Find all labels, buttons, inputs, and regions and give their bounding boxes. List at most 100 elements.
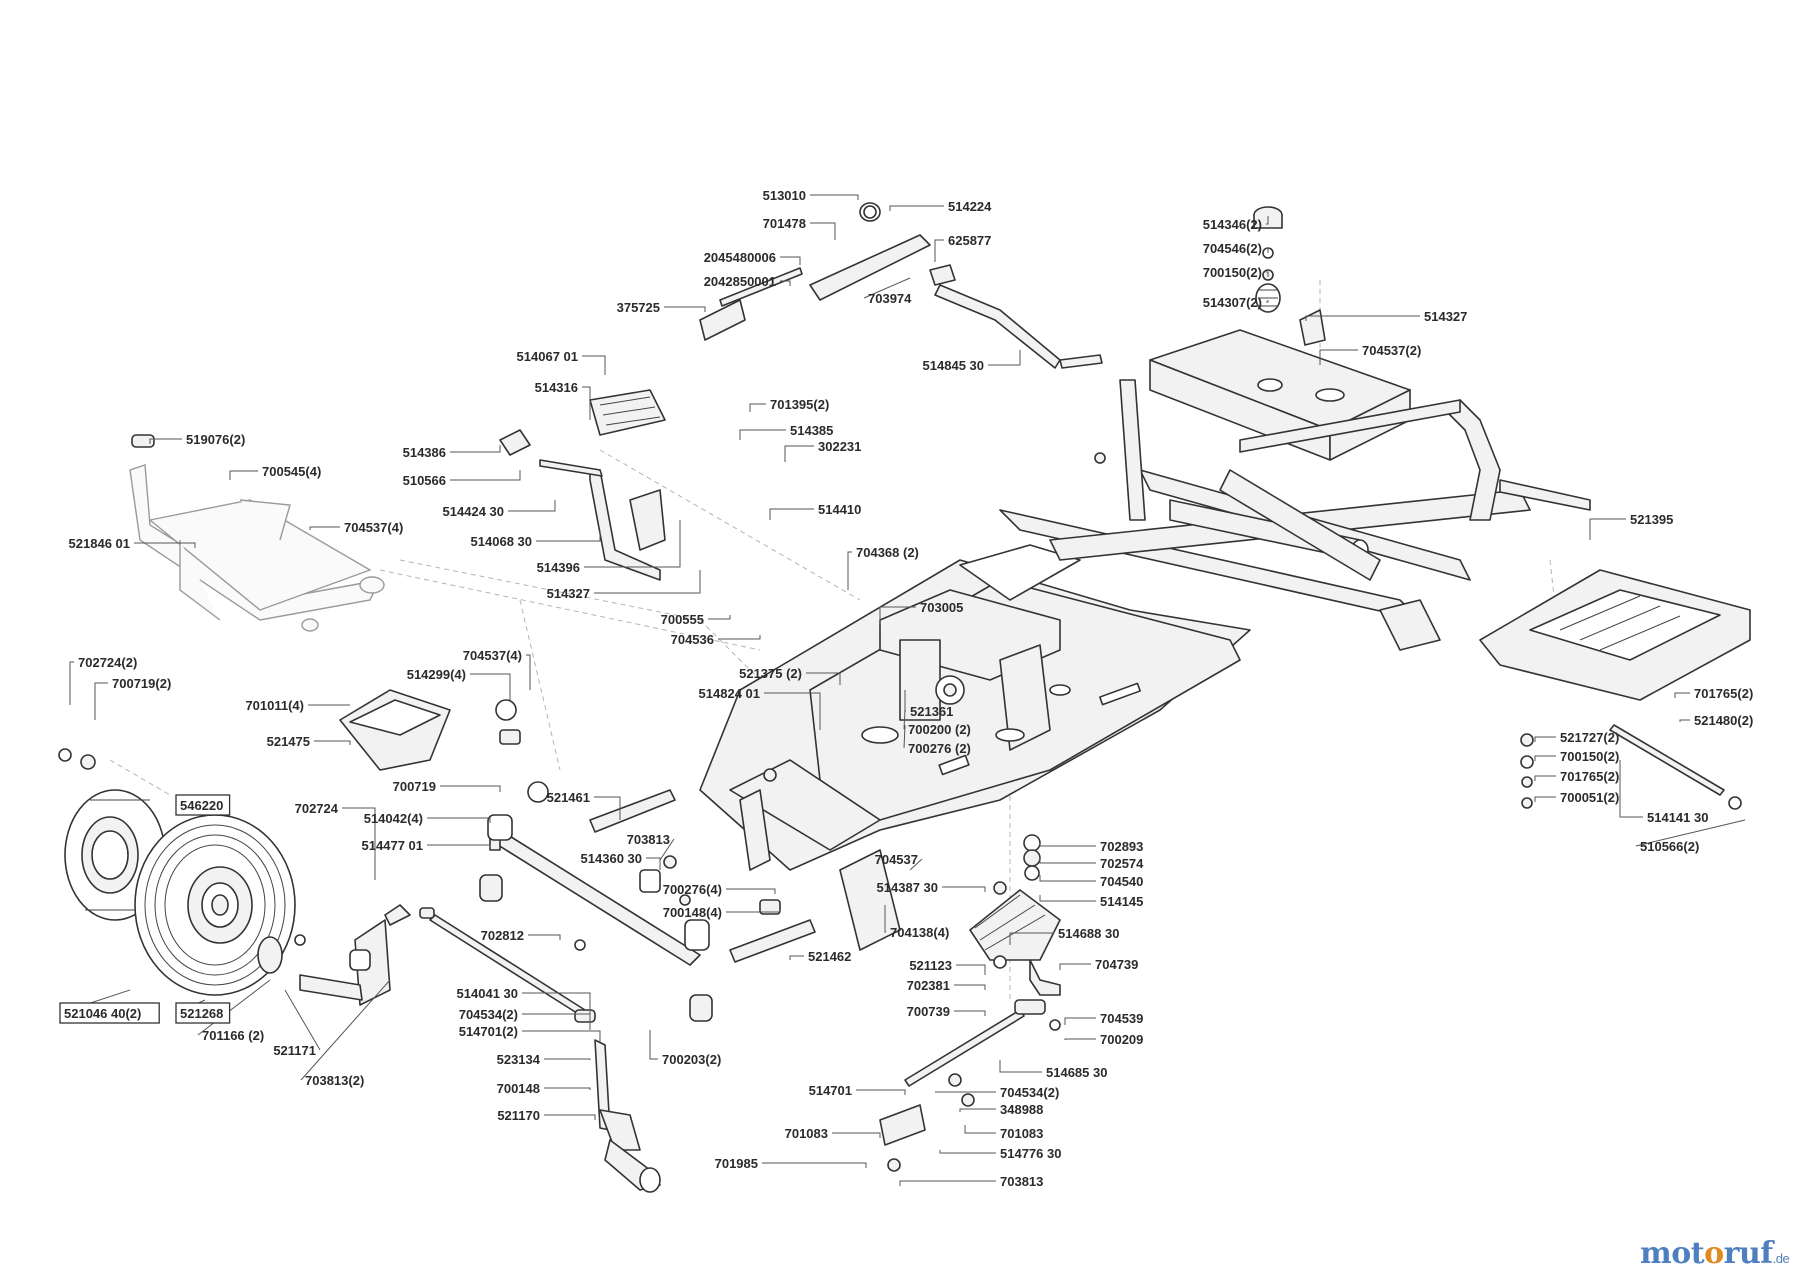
leader-line bbox=[342, 807, 376, 880]
part-label: 521268 bbox=[180, 1006, 223, 1021]
logo-part-2: o bbox=[1704, 1236, 1724, 1271]
leader-line bbox=[1679, 719, 1690, 722]
part-label: 703813(2) bbox=[305, 1073, 364, 1088]
part-label: 701985 bbox=[715, 1156, 758, 1171]
leader-line bbox=[584, 520, 681, 568]
part-label: 700276(4) bbox=[663, 882, 722, 897]
label-box bbox=[175, 794, 231, 816]
part-labels: 5130105142247014786258772045480006204285… bbox=[59, 188, 1753, 1189]
leader-line bbox=[582, 386, 591, 420]
leader-line bbox=[832, 1132, 881, 1138]
part-label: 702574 bbox=[1100, 856, 1144, 871]
part-label: 701083 bbox=[785, 1126, 828, 1141]
leader-line bbox=[762, 1162, 867, 1168]
part-label: 700203(2) bbox=[662, 1052, 721, 1067]
leader-line bbox=[1039, 843, 1096, 847]
part-label: 700719(2) bbox=[112, 676, 171, 691]
leader-line bbox=[903, 724, 906, 749]
leader-line bbox=[903, 709, 906, 730]
part-label: 521395 bbox=[1630, 512, 1673, 527]
part-label: 702893 bbox=[1100, 839, 1143, 854]
leader-line bbox=[1534, 796, 1556, 802]
leader-lines bbox=[59, 194, 1746, 1186]
leader-line bbox=[856, 1089, 906, 1095]
leader-line bbox=[197, 979, 271, 1036]
leader-line bbox=[939, 1150, 996, 1154]
leader-line bbox=[1635, 819, 1746, 847]
part-label: 702724(2) bbox=[78, 655, 137, 670]
leader-line bbox=[94, 682, 108, 720]
leader-line bbox=[784, 445, 814, 462]
part-label: 703005 bbox=[920, 600, 963, 615]
leader-line bbox=[1266, 271, 1269, 277]
leader-line bbox=[780, 280, 791, 286]
leader-line bbox=[1064, 1038, 1096, 1040]
part-label: 703974 bbox=[868, 291, 912, 306]
part-label: 514824 01 bbox=[699, 686, 760, 701]
part-label: 701011(4) bbox=[245, 698, 304, 713]
leader-line bbox=[806, 672, 841, 685]
leader-line bbox=[309, 526, 340, 530]
part-label: 514477 01 bbox=[362, 838, 423, 853]
leader-line bbox=[440, 785, 501, 792]
part-label: 701395(2) bbox=[770, 397, 829, 412]
spindle-right bbox=[594, 1039, 661, 1193]
leader-line bbox=[789, 955, 804, 960]
part-label: 514068 30 bbox=[471, 534, 532, 549]
part-label: 704540 bbox=[1100, 874, 1143, 889]
leader-line bbox=[899, 1180, 996, 1186]
part-label: 521170 bbox=[497, 1108, 540, 1123]
leader-line bbox=[544, 1087, 591, 1090]
part-label: 700051(2) bbox=[1560, 790, 1619, 805]
part-label: 700719 bbox=[393, 779, 436, 794]
part-label: 514776 30 bbox=[1000, 1146, 1061, 1161]
leader-line bbox=[284, 989, 321, 1051]
leader-line bbox=[646, 857, 661, 870]
leader-line bbox=[1059, 963, 1091, 970]
leader-line bbox=[594, 796, 621, 820]
part-label: 704536 bbox=[671, 632, 714, 647]
leader-line bbox=[847, 551, 852, 590]
part-label: 514845 30 bbox=[923, 358, 984, 373]
leader-line bbox=[1589, 518, 1626, 540]
leader-line bbox=[708, 615, 731, 620]
part-label: 510566(2) bbox=[1640, 839, 1699, 854]
part-label: 700209 bbox=[1100, 1032, 1143, 1047]
rear-tray bbox=[1479, 569, 1751, 701]
part-label: 514685 30 bbox=[1046, 1065, 1107, 1080]
leader-line bbox=[718, 635, 761, 640]
part-label: 704539 bbox=[1100, 1011, 1143, 1026]
leader-line bbox=[544, 1114, 596, 1120]
part-label: 704537(4) bbox=[344, 520, 403, 535]
leader-line bbox=[544, 1058, 591, 1060]
leader-line bbox=[314, 740, 351, 745]
front-bumper bbox=[129, 434, 385, 632]
rear-axle-rod bbox=[1609, 724, 1725, 796]
leader-line bbox=[964, 1125, 996, 1134]
part-label: 514385 bbox=[790, 423, 833, 438]
part-label: 700276 (2) bbox=[908, 741, 971, 756]
part-label: 700739 bbox=[907, 1004, 950, 1019]
leader-line bbox=[954, 1010, 986, 1016]
part-label: 700148(4) bbox=[663, 905, 722, 920]
leader-line bbox=[810, 194, 859, 200]
part-label: 521461 bbox=[547, 790, 590, 805]
leader-line bbox=[1064, 1017, 1096, 1025]
part-label: 701478 bbox=[763, 216, 806, 231]
part-label: 700148 bbox=[497, 1081, 540, 1096]
leader-line bbox=[863, 277, 911, 299]
leader-line bbox=[1305, 315, 1420, 321]
part-label: 514224 bbox=[948, 199, 992, 214]
front-axle bbox=[479, 814, 713, 1022]
pedal-assembly bbox=[499, 389, 666, 581]
part-label: 514299(4) bbox=[407, 667, 466, 682]
leader-line bbox=[1266, 300, 1269, 303]
leader-line bbox=[810, 222, 836, 240]
part-label: 521361 bbox=[910, 704, 953, 719]
part-label: 514042(4) bbox=[364, 811, 423, 826]
part-label: 702812 bbox=[481, 928, 524, 943]
leader-line bbox=[1039, 875, 1096, 882]
leader-line bbox=[450, 445, 501, 453]
part-label: 703813 bbox=[627, 832, 670, 847]
